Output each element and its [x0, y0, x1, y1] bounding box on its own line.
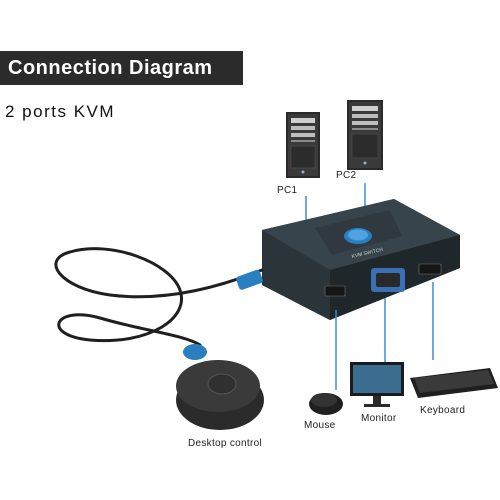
kvm-switch-device: KVM SWITCH: [262, 199, 460, 320]
diagram-title: Connection Diagram: [0, 51, 243, 85]
pc1-tower: [286, 112, 320, 178]
desktop-control-label: Desktop control: [188, 438, 262, 449]
pc1-label: PC1: [277, 185, 298, 196]
pc2-tower: [347, 100, 383, 170]
cable-connector: [236, 269, 263, 290]
mouse-label: Mouse: [304, 420, 336, 431]
keyboard-device: [410, 368, 498, 398]
desktop-control-puck: [176, 344, 264, 430]
mouse-device: [309, 393, 343, 415]
monitor-device: [350, 362, 404, 407]
keyboard-label: Keyboard: [420, 405, 466, 416]
pc2-label: PC2: [336, 170, 357, 181]
monitor-label: Monitor: [361, 413, 397, 424]
diagram-subtitle: 2 ports KVM: [5, 102, 116, 121]
desktop-control-cable: [54, 247, 264, 347]
